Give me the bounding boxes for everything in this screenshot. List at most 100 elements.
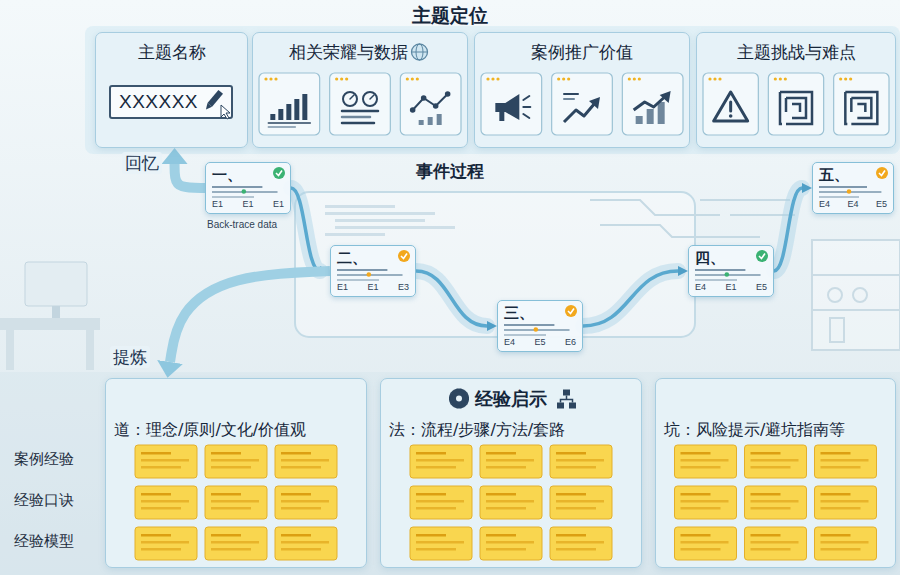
experience-note-card: [211, 548, 251, 551]
icon-tile: [768, 73, 823, 135]
icon-tile: [495, 94, 519, 120]
icon-tile: [638, 77, 641, 80]
experience-note-card: [281, 452, 311, 455]
card-lines: [367, 272, 372, 277]
flow-arrow: [583, 271, 678, 326]
panel-text: 道：理念/原则/文化/价值观: [106, 379, 366, 441]
icon-tile: [268, 122, 310, 124]
event-step-card: 五、E4E4E5: [812, 162, 894, 214]
experience-note-card: [281, 541, 329, 544]
icon-tile: [523, 96, 529, 100]
experience-note-card: [205, 527, 267, 560]
experience-note-card: [556, 459, 604, 462]
experience-note-card: [211, 459, 259, 462]
experience-note-card: [550, 527, 612, 560]
experience-note-card: [550, 445, 612, 478]
status-check: [273, 167, 285, 179]
gear-icon: [456, 396, 462, 402]
icon-tile: [363, 92, 377, 106]
icon-tile: [628, 77, 631, 80]
experience-note-card: [480, 445, 542, 478]
code-lines: [335, 219, 425, 222]
experience-note-card: [745, 445, 807, 478]
status-check: [565, 305, 577, 317]
experience-note-card: [410, 527, 472, 560]
icon-tile: [844, 77, 847, 80]
experience-note-card: [275, 445, 337, 478]
flow-arrow: [416, 271, 487, 326]
globe-icon: [412, 44, 428, 60]
icon-tile: [259, 73, 320, 135]
icon-tile: [274, 77, 277, 80]
event-code-row: E1E1E3: [337, 282, 409, 293]
icon-tile: [557, 77, 560, 80]
icon-tile: [330, 73, 391, 135]
experience-note-card: [135, 527, 197, 560]
diagram-title: 主题定位: [350, 3, 550, 27]
icon-tile: [496, 77, 499, 80]
event-code-row: E4E4E5: [819, 199, 887, 210]
top-band: [85, 26, 900, 154]
lab-bench: [0, 318, 100, 330]
event-code: E5: [534, 337, 545, 348]
experience-note-card: [745, 527, 807, 560]
experience-note-card: [815, 445, 877, 478]
experience-note-card: [751, 507, 791, 510]
experience-note-card: [556, 493, 586, 496]
lab-shelf: [812, 240, 900, 350]
experience-note-card: [681, 466, 721, 469]
icon-tile: [564, 98, 574, 100]
icon-tile: [845, 92, 877, 124]
card-lines: [847, 189, 852, 194]
experience-note-card: [135, 527, 197, 560]
experience-note-card: [821, 548, 861, 551]
experience-note-card: [416, 534, 446, 537]
experience-note-card: [486, 534, 516, 537]
experience-note-card: [141, 500, 189, 503]
status-check: [759, 254, 765, 259]
experience-note-card: [135, 445, 197, 478]
icon-tile: [622, 73, 683, 135]
node-art: [106, 379, 366, 567]
experience-note-card: [281, 548, 321, 551]
experience-note-card: [556, 548, 596, 551]
icon-tile: [437, 114, 442, 125]
experience-note-card: [745, 445, 807, 478]
experience-note-card: [815, 527, 877, 560]
globe-icon: [412, 52, 428, 53]
icon-tile: [552, 73, 613, 135]
icon-tile: [784, 77, 787, 80]
gear-icon: [451, 390, 468, 407]
floor-band: [0, 372, 900, 575]
row-label: 经验模型: [14, 531, 74, 551]
icon-tile: [729, 114, 733, 118]
experience-note-card: [480, 527, 542, 560]
icon-tile: [481, 73, 542, 135]
lab-shelf: [812, 309, 900, 311]
step-number: 三、: [498, 301, 582, 322]
status-check: [401, 254, 407, 259]
icon-tile: [486, 77, 489, 80]
step-number: 二、: [331, 246, 415, 267]
experience-note-card: [416, 507, 456, 510]
experience-note-card: [815, 527, 877, 560]
status-check: [876, 167, 888, 179]
card-lines: [504, 324, 554, 326]
experience-note-card: [416, 459, 464, 462]
circuit-lines: [590, 200, 795, 237]
experience-note-card: [751, 493, 781, 496]
code-lines: [325, 212, 435, 215]
card-lines: [504, 324, 570, 336]
experience-note-card: [410, 486, 472, 519]
experience-note-card: [550, 527, 612, 560]
experience-note-card: [416, 548, 456, 551]
experience-note-card: [410, 486, 472, 519]
event-code-row: E4E5E6: [504, 337, 576, 348]
experience-note-card: [675, 445, 737, 478]
experience-note-card: [556, 500, 604, 503]
flow-ribbon: [291, 188, 320, 271]
experience-note-card: [135, 445, 197, 478]
event-code: E4: [504, 337, 515, 348]
icon-tile: [294, 99, 299, 120]
icon-tile: [400, 73, 461, 135]
